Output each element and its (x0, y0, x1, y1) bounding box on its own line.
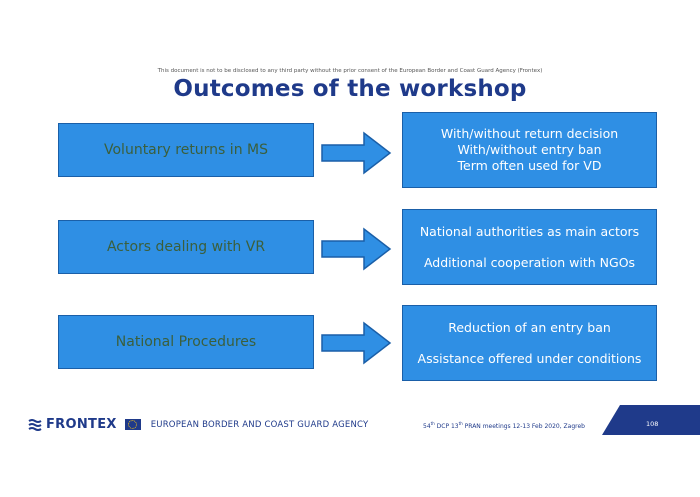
topic-box-voluntary-returns: Voluntary returns in MS (58, 123, 314, 177)
confidentiality-notice: This document is not to be disclosed to … (157, 68, 543, 74)
meeting-number: 54 (423, 423, 431, 430)
outcome-line: Reduction of an entry ban (448, 320, 611, 335)
outcome-line: With/without return decision (440, 126, 619, 141)
outcome-line: Additional cooperation with NGOs (423, 255, 636, 270)
eu-flag-icon (124, 419, 141, 430)
slide-title: Outcomes of the workshop (173, 76, 527, 102)
outcome-line: Term often used for VD (457, 158, 602, 173)
right-arrow-icon (321, 321, 392, 365)
meeting-details: PRAN meetings 12-13 Feb 2020, Zagreb (462, 423, 585, 430)
page-number: 108 (646, 420, 659, 428)
right-arrow-icon (321, 131, 392, 175)
topic-box-national-procedures: National Procedures (58, 315, 314, 369)
ordinal-suffix: th (430, 421, 435, 426)
outcome-line: National authorities as main actors (419, 224, 640, 239)
outcome-line: Assistance offered under conditions (417, 351, 642, 366)
outcome-line: With/without entry ban (457, 142, 602, 157)
brand-name: FRONTEX (46, 417, 117, 432)
outcome-box-actors: National authorities as main actors Addi… (402, 209, 657, 285)
agency-name: EUROPEAN BORDER AND COAST GUARD AGENCY (150, 419, 369, 430)
footer-branding: FRONTEX EUROPEAN BORDER AND COAST GUARD … (28, 417, 368, 432)
topic-box-actors: Actors dealing with VR (58, 220, 314, 274)
meeting-dcp: DCP 13 (434, 423, 459, 430)
right-arrow-icon (321, 227, 392, 271)
outcome-box-voluntary-returns: With/without return decision With/withou… (402, 112, 657, 188)
page-number-tab (602, 405, 700, 435)
frontex-wave-icon (28, 418, 42, 431)
outcome-box-national-procedures: Reduction of an entry ban Assistance off… (402, 305, 657, 381)
meeting-info: 54th DCP 13th PRAN meetings 12-13 Feb 20… (423, 421, 585, 430)
ordinal-suffix: th (458, 421, 463, 426)
